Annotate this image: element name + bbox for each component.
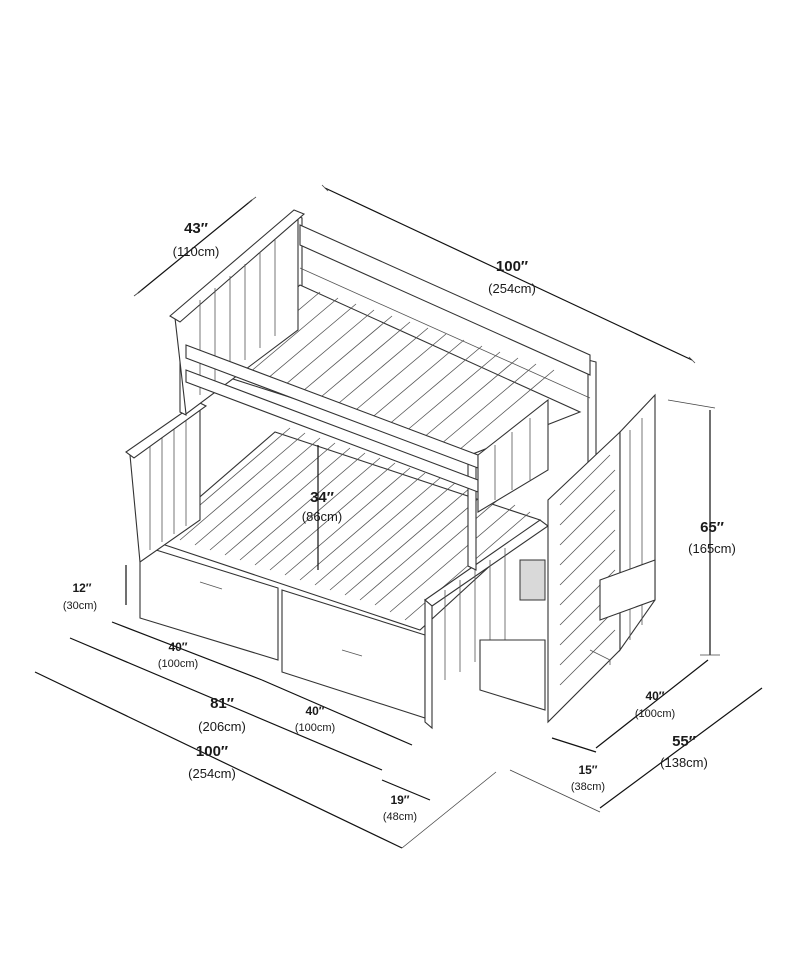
dimension-labels: 43″ (110cm) 100″ (254cm) 65″ (165cm) 34″… — [63, 220, 736, 823]
stair-unit — [479, 393, 656, 724]
overall-height-metric: (165cm) — [688, 541, 736, 556]
base-length-imperial: 100″ — [196, 743, 228, 760]
storage-drawers — [139, 544, 426, 719]
stair-offset-metric: (48cm) — [383, 811, 417, 823]
clearance-imperial: 34″ — [310, 489, 334, 506]
overall-height-imperial: 65″ — [700, 519, 724, 536]
stair-offset-imperial: 19″ — [390, 793, 409, 807]
stair-width-imperial: 40″ — [645, 689, 664, 703]
stair-depth-imperial: 15″ — [578, 763, 597, 777]
bunk-bed-drawing — [125, 209, 656, 730]
overall-width-imperial: 55″ — [672, 733, 696, 750]
lower-length-imperial: 81″ — [210, 695, 234, 712]
base-length-metric: (254cm) — [188, 766, 236, 781]
drawer-2-imperial: 40″ — [305, 704, 324, 718]
overall-length-metric: (254cm) — [488, 281, 536, 296]
upper-front-guardrail — [185, 344, 549, 513]
drawer-1-imperial: 40″ — [168, 640, 187, 654]
drawer-1-metric: (100cm) — [158, 658, 198, 670]
upper-back-rail — [299, 224, 591, 399]
lower-front-guardrail — [424, 519, 549, 730]
stair-depth-metric: (38cm) — [571, 781, 605, 793]
drawer-height-metric: (30cm) — [63, 600, 97, 612]
lower-length-metric: (206cm) — [198, 719, 246, 734]
stair-width-metric: (100cm) — [635, 708, 675, 720]
overall-length-imperial: 100″ — [496, 258, 528, 275]
dimension-lines — [34, 184, 763, 849]
upper-width-metric: (110cm) — [173, 244, 220, 259]
drawer-2-metric: (100cm) — [295, 722, 335, 734]
upper-width-imperial: 43″ — [184, 220, 208, 237]
clearance-metric: (86cm) — [302, 509, 342, 524]
overall-width-metric: (138cm) — [660, 755, 708, 770]
lower-headboard — [125, 401, 208, 563]
drawer-height-imperial: 12″ — [72, 581, 91, 595]
